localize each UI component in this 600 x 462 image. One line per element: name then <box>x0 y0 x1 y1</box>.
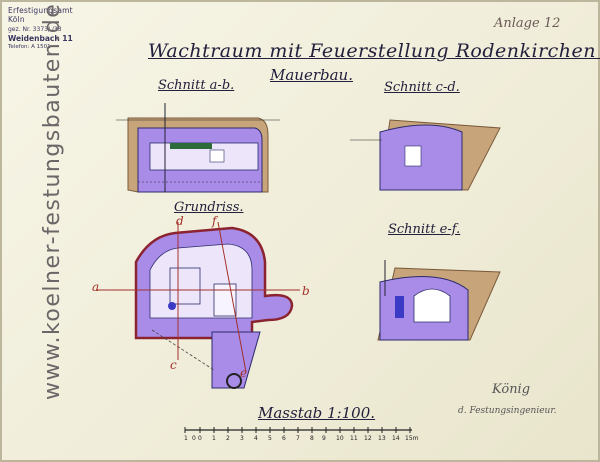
plan-trench-line <box>151 329 215 371</box>
plan-letter-a: a <box>92 280 100 294</box>
plan-letter-f: f <box>212 214 217 228</box>
scale-tick-label: 0 <box>198 435 202 442</box>
section-ef-vault <box>413 288 451 323</box>
scale-tick-label: 5 <box>268 435 272 442</box>
annex-number: Anlage 12 <box>494 16 561 31</box>
scale-tick-label: 2 <box>226 435 230 442</box>
plan-letter-d: d <box>176 214 184 228</box>
section-ab-drawing <box>116 103 280 193</box>
scale-tick-label: 9 <box>322 435 326 442</box>
office-stamp: Erfestigungsamt Köln gez. Nr. 3373/ /33 … <box>8 6 92 52</box>
stamp-line-1: Erfestigungsamt Köln <box>8 6 73 24</box>
plan-room <box>149 243 253 319</box>
scale-bar <box>184 427 412 433</box>
drawing-title: Wachtraum mit Feuerstellung Rodenkirchen… <box>148 40 600 62</box>
ground-plan-drawing <box>96 221 300 389</box>
plan-stair <box>213 283 237 317</box>
cut-line-e-f <box>217 221 247 373</box>
scale-tick-label: 6 <box>282 435 286 442</box>
scale-tick-label: 11 <box>350 435 358 442</box>
stamp-line-2: gez. Nr. 3373/ /33 <box>8 26 62 33</box>
scale-tick-label: 8 <box>310 435 314 442</box>
plan-entrance-corridor <box>211 331 261 389</box>
scale-tick-label: 7 <box>296 435 300 442</box>
section-ef-drawing <box>377 260 501 341</box>
scale-tick-label: 3 <box>240 435 244 442</box>
signature-name: König <box>492 382 531 397</box>
scale-label: Masstab 1:100. <box>258 404 376 422</box>
section-ef-door <box>395 296 404 318</box>
plan-shaft <box>226 373 242 389</box>
scale-tick-label: 13 <box>378 435 386 442</box>
section-ab-window <box>209 149 225 163</box>
label-section-cd: Schnitt c-d. <box>384 80 460 95</box>
plan-stove <box>168 302 176 310</box>
section-cd-drawing <box>350 119 501 191</box>
plan-letter-b: b <box>302 284 310 298</box>
scale-tick-label: 10 <box>336 435 344 442</box>
drawing-subtitle: Mauerbau. <box>270 66 353 84</box>
section-ab-beam <box>170 143 212 149</box>
label-section-ef: Schnitt e-f. <box>388 222 461 237</box>
plan-bunks <box>169 267 201 305</box>
scale-tick-label: 0 <box>192 435 196 442</box>
scale-tick-label: 1 <box>212 435 216 442</box>
plan-letter-e: e <box>240 366 248 380</box>
plan-letter-c: c <box>170 358 177 372</box>
signature-title: d. Festungsingenieur. <box>458 406 557 416</box>
stamp-line-4: Telefon: A 1501 <box>8 44 51 50</box>
scale-tick-label: 4 <box>254 435 258 442</box>
label-ground-plan: Grundriss. <box>174 200 244 215</box>
scale-tick-label: 15m <box>405 435 419 442</box>
scale-tick-label: 14 <box>392 435 400 442</box>
stamp-line-3: Weidenbach 11 <box>8 34 73 43</box>
scale-tick-label: 12 <box>364 435 372 442</box>
scale-tick-label: 1 <box>184 435 188 442</box>
label-section-ab: Schnitt a-b. <box>158 78 235 93</box>
section-cd-window <box>404 145 422 167</box>
